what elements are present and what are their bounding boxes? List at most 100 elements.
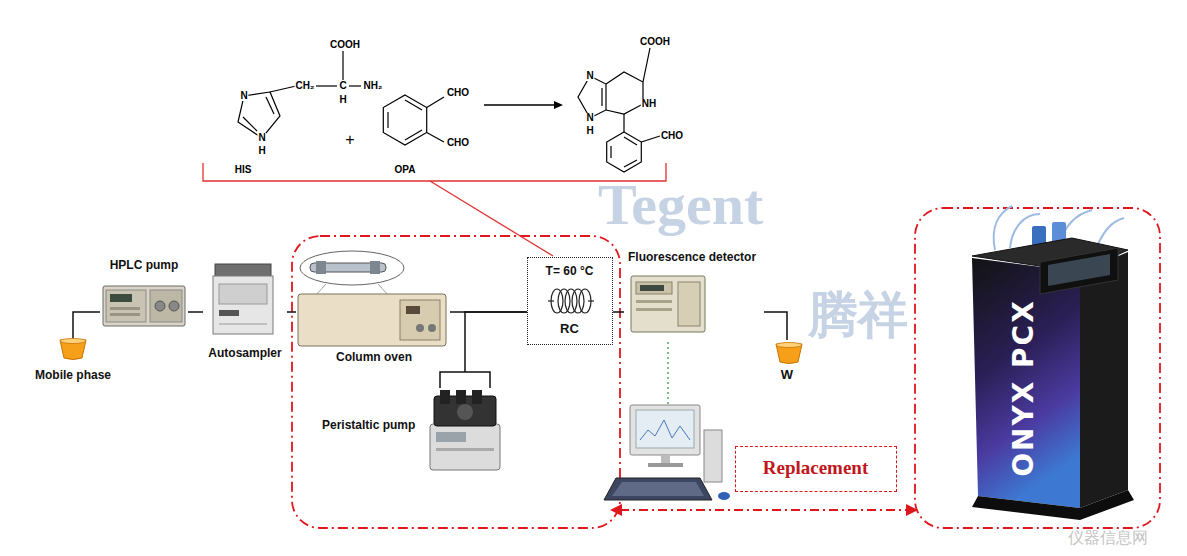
shape-line (405, 130, 422, 140)
atom-label: CHO (660, 131, 684, 141)
shape-rect (636, 300, 672, 303)
atom-label: NH₂ (363, 81, 384, 91)
shape-rect (370, 261, 380, 274)
shape-line (623, 114, 624, 132)
atom-label: CHO (446, 88, 470, 98)
shape-rect (436, 432, 466, 442)
shape-line (624, 160, 637, 167)
reservoir-node: Mobile phase (26, 338, 120, 390)
histidine-structure (238, 51, 361, 138)
onyx-region (915, 208, 1160, 528)
column-oven-node: Column oven (296, 248, 450, 366)
compound-name: HIS (234, 165, 253, 175)
column-oven-icon (296, 248, 450, 348)
detector-node: Fluorescence detector (624, 250, 764, 342)
shape-polygon (906, 504, 918, 516)
tubing-connector (764, 312, 787, 340)
shape-line (427, 97, 444, 108)
shape-rect (110, 313, 140, 316)
atom-label: H (257, 146, 266, 156)
shape-line (405, 100, 422, 110)
shape-ellipse (565, 289, 577, 313)
tubing-connector (440, 312, 527, 388)
shape-line (219, 324, 267, 325)
shape-line (624, 137, 637, 145)
compound-name: OPA (394, 165, 417, 175)
shape-circle (428, 324, 436, 332)
coil-symbol (548, 284, 594, 318)
shape-rect (440, 390, 450, 404)
computer-icon (604, 342, 730, 500)
shape-line (484, 104, 556, 105)
shape-ellipse (551, 289, 563, 313)
shape-rect (298, 294, 446, 346)
shape-rect (430, 424, 500, 470)
shape-rect (213, 276, 273, 334)
reaction-coil-box: T= 60 °C RC (527, 257, 613, 345)
instrument-label: HPLC pump (110, 258, 179, 272)
shape-line (378, 284, 388, 295)
shape-polygon (238, 92, 280, 138)
replacement-arrow (610, 504, 918, 516)
shape-rect (406, 306, 420, 314)
shape-polygon (1040, 248, 1118, 294)
atom-label: CH₂ (295, 81, 316, 91)
atom-label: N (239, 91, 248, 101)
shape-rect (631, 276, 705, 332)
coil-label: RC (560, 321, 579, 337)
instrument-label: Fluorescence detector (628, 250, 756, 264)
replacement-label: Replacement (763, 457, 869, 480)
shape-polygon (972, 258, 1080, 508)
reaction-bracket (203, 163, 666, 181)
replaced-region (292, 236, 620, 528)
shape-ellipse (572, 289, 584, 313)
atom-label: H (338, 95, 347, 105)
shape-line (427, 133, 444, 143)
shape-line (387, 112, 388, 128)
watermark: 腾祥 (808, 290, 908, 340)
beaker-icon (774, 342, 804, 366)
atom-label: N (585, 113, 594, 123)
atom-label: N (585, 71, 594, 81)
hplc-pump-icon (102, 282, 186, 328)
watermark: 仪器信息网 (1068, 530, 1148, 546)
shape-rect (436, 448, 494, 451)
peristaltic-pump-icon (426, 388, 504, 474)
shape-ellipse (718, 492, 730, 500)
shape-ellipse (558, 289, 570, 313)
shape-rect (219, 310, 239, 316)
shape-rect (678, 282, 700, 326)
shape-line (316, 284, 326, 295)
onyx-pcx-instrument (972, 206, 1134, 520)
shape-line (266, 97, 274, 114)
beaker-icon (58, 338, 88, 362)
temperature-label: T= 60 °C (546, 264, 594, 278)
shape-path (994, 206, 1012, 250)
tubing-line (440, 312, 527, 388)
shape-polygon (610, 504, 622, 516)
shape-line (667, 342, 668, 404)
product-structure (578, 48, 660, 172)
shape-line (270, 86, 296, 92)
shape-polygon (607, 132, 642, 172)
shape-line (349, 85, 361, 86)
shape-circle (416, 324, 424, 332)
tubing-line (764, 312, 787, 340)
shape-ellipse (60, 339, 86, 344)
shape-polygon (578, 76, 606, 118)
shape-circle (169, 301, 179, 311)
shape-rect (110, 294, 132, 302)
shape-rect (106, 290, 146, 322)
shape-rect (636, 410, 694, 448)
shape-polyline (640, 420, 690, 440)
detector-icon (630, 272, 706, 338)
atom-label: C (338, 81, 347, 91)
shape-rect (640, 285, 664, 291)
shape-polygon (612, 482, 704, 496)
shape-rect (110, 307, 140, 310)
shape-line (620, 509, 908, 511)
shape-polygon (383, 95, 426, 145)
